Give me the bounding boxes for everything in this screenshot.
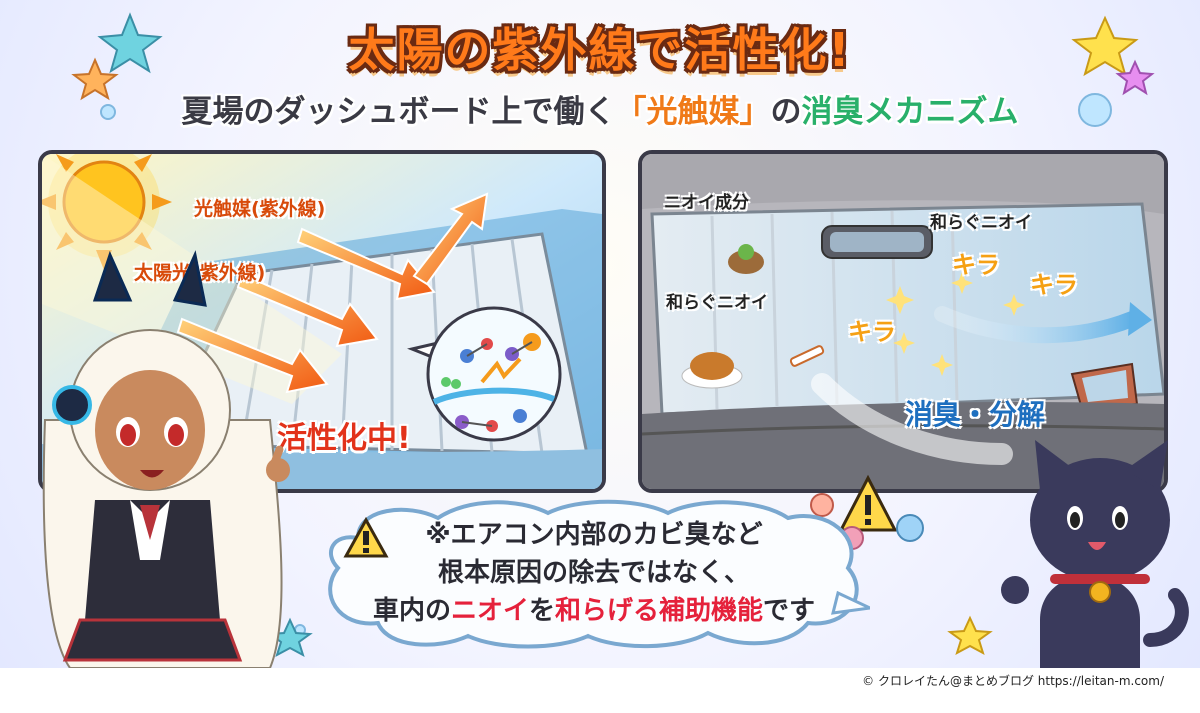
unhappy-face-icon <box>810 493 834 517</box>
softened-odor-label: 和らぐニオイ <box>666 293 768 313</box>
uv-arrow-icon <box>296 192 489 301</box>
star-icon <box>97 12 163 74</box>
warning-sign-icon <box>838 474 898 532</box>
disclaimer-note: ※エアコン内部のカビ臭など 根本原因の除去ではなく、 車内のニオイを和らげる補助… <box>318 516 870 630</box>
page-subtitle: 夏場のダッシュボード上で働く「光触媒」の消臭メカニズム <box>0 86 1200 131</box>
note-highlight: 補助機能 <box>659 596 764 626</box>
warning-icon <box>343 516 389 558</box>
sun-icon <box>42 154 172 270</box>
subtitle-highlight: 「光触媒」 <box>615 94 771 130</box>
chicken-icon <box>681 352 743 389</box>
activating-label: 活性化中! <box>277 421 411 456</box>
note-text: を <box>528 596 555 626</box>
uv-arrow-icon <box>236 272 379 348</box>
speech-cloud <box>328 499 870 649</box>
mirror-icon <box>821 225 933 259</box>
cigarette-icon <box>789 345 825 367</box>
sparkle-text: キラ <box>1030 271 1078 299</box>
deodorize-label: 消臭・分解 <box>905 398 1046 431</box>
note-line-2: 根本原因の除去ではなく、 <box>437 558 750 588</box>
bubble-icon <box>1078 93 1112 127</box>
airflow-icon <box>811 373 1013 465</box>
airflow-icon <box>934 306 1140 344</box>
note-line-3: 車内のニオイを和らげる補助機能です <box>318 592 870 630</box>
photocatalyst-label: 光触媒(紫外線) <box>194 198 326 220</box>
uv-arrow-icon <box>176 317 329 394</box>
bubble-icon <box>100 104 116 120</box>
happy-face-icon <box>896 514 924 542</box>
odor-label: ニオイ成分 <box>664 193 749 213</box>
page-title: 太陽の紫外線で活性化! <box>348 23 852 77</box>
cabin-illustration <box>642 154 1164 489</box>
sparkle-text: キラ <box>848 318 896 346</box>
credit-text: © クロレイたん@まとめブログ https://leitan-m.com/ <box>862 674 1164 688</box>
girl-character-icon <box>42 250 290 668</box>
note-text: 車内の <box>372 596 451 626</box>
star-icon <box>1115 59 1155 96</box>
sparkle-text: キラ <box>952 251 1000 279</box>
infographic: 太陽の紫外線で活性化! 夏場のダッシュボード上で働く「光触媒」の消臭メカニズム <box>0 0 1200 668</box>
cat-character-icon <box>1001 440 1189 668</box>
softened-odor-label: 和らぐニオイ <box>930 213 1032 233</box>
footer-bar <box>0 668 1200 713</box>
note-highlight: ニオイ <box>450 596 529 626</box>
characters-layer <box>42 250 1189 668</box>
note-text: です <box>763 596 816 626</box>
subtitle-text: の <box>770 94 802 130</box>
molecule-bubble-icon <box>407 306 562 442</box>
star-icon <box>947 615 993 656</box>
star-icon <box>71 57 119 101</box>
sparkle-icon <box>886 272 1025 376</box>
subtitle-highlight: 消臭メカニズム <box>801 94 1019 130</box>
subtitle-text: 夏場のダッシュボード上で働く <box>181 94 616 130</box>
star-icon <box>1071 15 1139 77</box>
note-line-1: ※エアコン内部のカビ臭など <box>425 520 763 550</box>
note-highlight: 和らげる <box>555 596 660 626</box>
food-icon <box>728 244 764 274</box>
cabin-panel: ニオイ成分 和らぐニオイ 和らぐニオイ <box>638 150 1168 493</box>
